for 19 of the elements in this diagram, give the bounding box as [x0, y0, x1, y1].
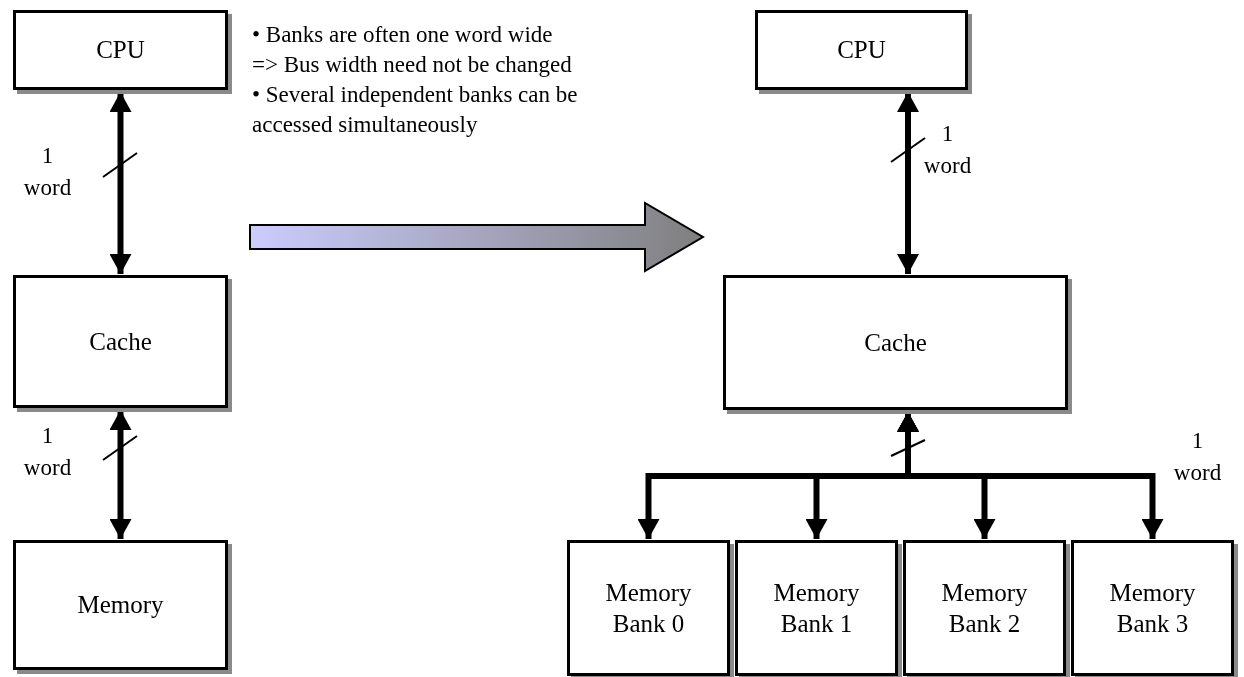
bus-width-label: 1 word — [1172, 427, 1223, 488]
component-label: Memory Bank 1 — [772, 577, 861, 639]
note-text: => Bus width need not be changed — [252, 51, 573, 79]
bus-arrow — [897, 92, 919, 274]
component-label: CPU — [95, 35, 146, 66]
component-label: CPU — [836, 35, 887, 66]
component-label: Memory Bank 0 — [604, 577, 693, 639]
component-label: Memory Bank 2 — [940, 577, 1029, 639]
component-label: Memory Bank 3 — [1108, 577, 1197, 639]
edge-label: 1 word — [922, 120, 973, 181]
component-label: Cache — [88, 326, 153, 357]
bus-arrow — [109, 92, 132, 274]
edge-label: 1 word — [22, 422, 73, 483]
edge-label: 1 word — [22, 142, 73, 203]
component-label: Cache — [863, 327, 928, 358]
component-label: Memory — [76, 590, 165, 621]
note-text: • Banks are often one word wide — [252, 21, 554, 49]
note-text: • Several independent banks can be accessed simultaneously — [252, 81, 579, 139]
bus-arrow — [109, 410, 132, 539]
